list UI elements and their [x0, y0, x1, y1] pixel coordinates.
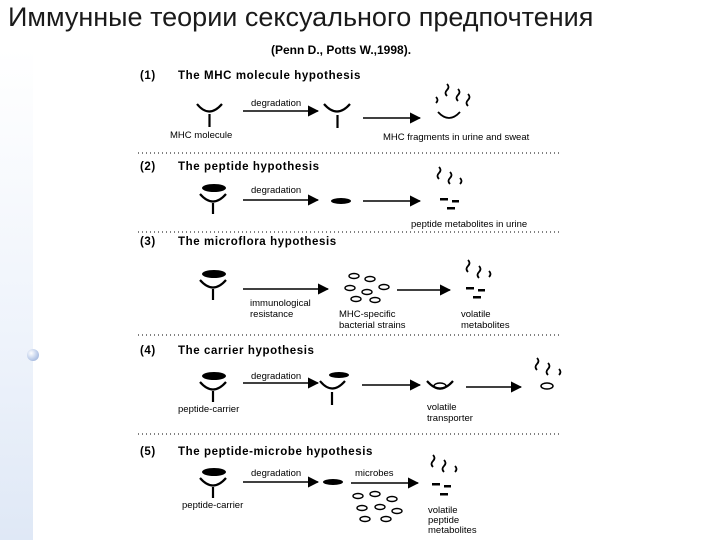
h3-cause-label-1: immunological [250, 298, 311, 309]
h2-peptide-fragment-icon [331, 198, 351, 204]
hypothesis-4-number: (4) [140, 345, 156, 357]
h4-volatile-transporter-icon [426, 380, 454, 390]
h2-metabolites-icon [436, 166, 463, 185]
hypothesis-2-name: The peptide hypothesis [178, 161, 320, 173]
hypothesis-4-name: The carrier hypothesis [178, 345, 315, 357]
hypothesis-5-header: (5) The peptide-microbe hypothesis [140, 446, 373, 458]
citation: (Penn D., Potts W.,1998). [271, 43, 412, 57]
h3-metabolite-dashes [466, 287, 485, 299]
h1-fragments-icon [435, 83, 471, 119]
hypothesis-3-number: (3) [140, 236, 156, 248]
h3-cause-label-2: resistance [250, 309, 294, 320]
h1-degraded-molecule-icon [323, 103, 351, 128]
h3-middle-label-1: MHC-specific [339, 309, 396, 320]
h2-peptide-icon [202, 184, 226, 192]
h5-metabolite-dashes [432, 483, 451, 496]
h5-source-label: peptide-carrier [182, 500, 244, 511]
h4-peptide-icon [202, 372, 226, 380]
h4-volatile-release-icon [534, 357, 562, 390]
h1-result-label: MHC fragments in urine and sweat [383, 132, 530, 143]
h5-mhc-molecule-icon [199, 477, 227, 498]
hypothesis-2-number: (2) [140, 161, 156, 173]
h2-mhc-molecule-icon [199, 193, 227, 214]
hypothesis-3-header: (3) The microflora hypothesis [140, 236, 337, 248]
slide-title: Иммунные теории сексуального предпочтени… [8, 2, 594, 32]
h4-middle-label-2: transporter [427, 413, 473, 424]
h4-peptide-fragment-icon [329, 372, 349, 378]
hypothesis-2-header: (2) The peptide hypothesis [140, 161, 320, 173]
h5-microbes-icon [352, 490, 403, 523]
h4-middle-label-1: volatile [427, 402, 457, 413]
h4-degraded-carrier-icon [319, 380, 346, 405]
bullet-dot [27, 349, 39, 361]
h4-mhc-molecule-icon [199, 381, 227, 402]
h5-result-label-2: peptide [428, 515, 460, 526]
hypothesis-1-header: (1) The MHC molecule hypothesis [140, 70, 361, 82]
h4-arrow-label: degradation [251, 371, 302, 382]
h1-source-label: MHC molecule [170, 130, 233, 141]
side-decoration [0, 48, 33, 540]
hypothesis-1-number: (1) [140, 70, 156, 82]
hypothesis-3-name: The microflora hypothesis [178, 236, 337, 248]
h3-bacteria-icon [344, 272, 390, 304]
h5-volatile-metabolites-icon [430, 454, 458, 473]
h5-result-label-1: volatile [428, 505, 458, 516]
hypothesis-4-header: (4) The carrier hypothesis [140, 345, 315, 357]
h3-result-label-1: volatile [461, 309, 491, 320]
h3-result-label-2: metabolites [461, 320, 510, 331]
h3-mhc-molecule-icon [199, 279, 227, 300]
h3-peptide-icon [202, 270, 226, 278]
h4-source-label: peptide-carrier [178, 404, 240, 415]
h5-arrow2-label: microbes [355, 468, 394, 479]
h2-arrow-label: degradation [251, 185, 302, 196]
h1-arrow-label: degradation [251, 98, 302, 109]
hypothesis-5-name: The peptide-microbe hypothesis [178, 446, 373, 458]
h3-middle-label-2: bacterial strains [339, 320, 406, 331]
h2-metabolite-dashes [440, 198, 459, 210]
h5-arrow1-label: degradation [251, 468, 302, 479]
h5-result-label-3: metabolites [428, 525, 477, 536]
h3-volatile-metabolites-icon [465, 259, 492, 279]
h2-result-label: peptide metabolites in urine [411, 219, 528, 230]
h5-peptide-fragment-icon [323, 479, 343, 485]
hypothesis-1-name: The MHC molecule hypothesis [178, 70, 361, 82]
hypothesis-5-number: (5) [140, 446, 156, 458]
h1-mhc-molecule-icon [196, 103, 223, 127]
h5-peptide-icon [202, 468, 226, 476]
